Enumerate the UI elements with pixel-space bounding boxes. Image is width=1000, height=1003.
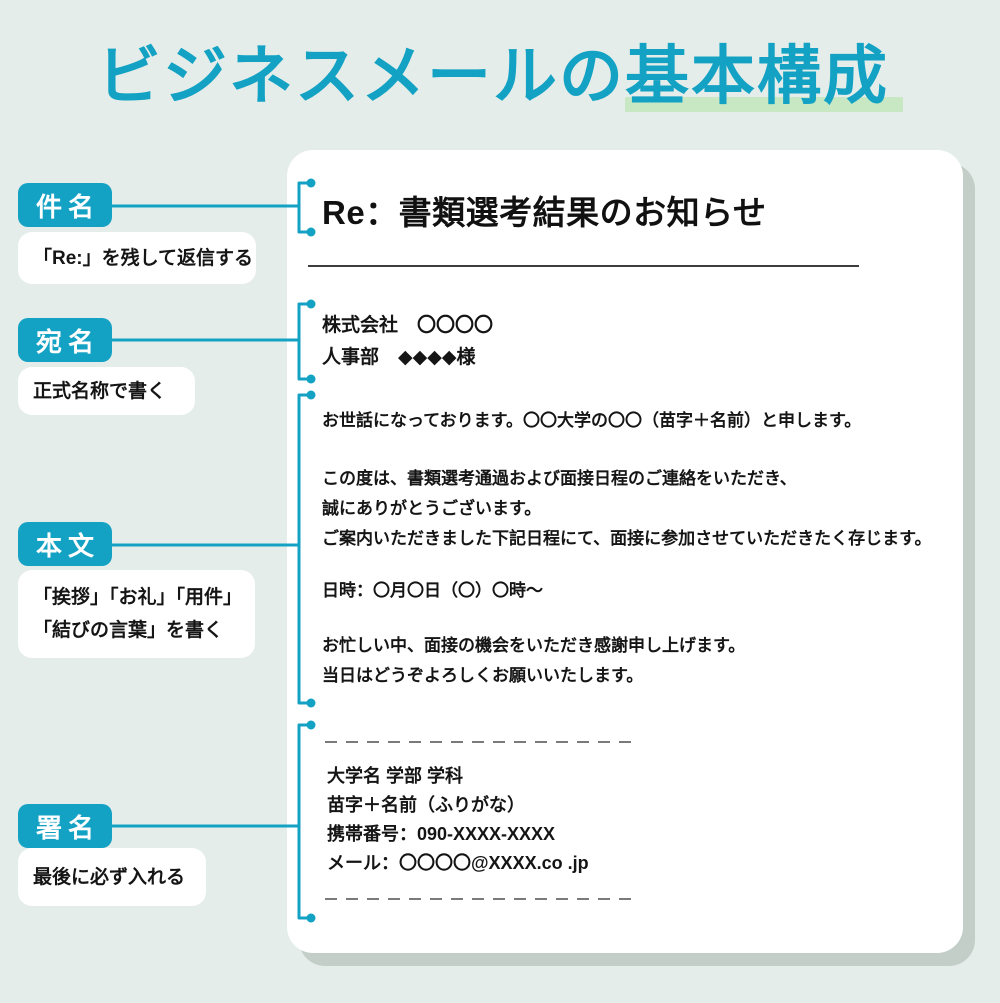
label-note-recipient: 正式名称で書く xyxy=(18,367,195,415)
body-paragraph-datetime: 日時：〇月〇日（〇）〇時〜 xyxy=(322,581,543,600)
label-tag-signature: 署名 xyxy=(18,804,112,848)
email-recipient-block: 株式会社 〇〇〇〇 人事部 ◆◆◆◆様 xyxy=(322,310,493,374)
subject-divider-line xyxy=(308,265,859,267)
email-card: Re：書類選考結果のお知らせ 株式会社 〇〇〇〇 人事部 ◆◆◆◆様 お世話にな… xyxy=(287,150,963,953)
body-paragraph-greeting: お世話になっております。〇〇大学の〇〇（苗字＋名前）と申します。 xyxy=(322,411,862,430)
label-tag-recipient: 宛名 xyxy=(18,318,112,362)
recipient-company-line: 株式会社 〇〇〇〇 xyxy=(322,315,494,336)
signature-university-line: 大学名 学部 学科 xyxy=(327,766,464,786)
bracket-subject xyxy=(110,181,312,234)
signature-name-line: 苗字＋名前（ふりがな） xyxy=(327,795,525,815)
body-paragraph-closing: お忙しい中、面接の機会をいただき感謝申し上げます。 当日はどうぞよろしくお願いい… xyxy=(322,636,746,685)
signature-dashed-line-bottom xyxy=(325,898,638,900)
email-signature-block: 大学名 学部 学科 苗字＋名前（ふりがな） 携帯番号：090-XXXX-XXXX… xyxy=(327,762,589,878)
email-subject-line: Re：書類選考結果のお知らせ xyxy=(322,194,767,231)
email-body-block: お世話になっております。〇〇大学の〇〇（苗字＋名前）と申します。 この度は、書類… xyxy=(322,406,931,691)
label-note-signature: 最後に必ず入れる xyxy=(18,848,206,906)
recipient-person-line: 人事部 ◆◆◆◆様 xyxy=(322,347,476,368)
signature-dashed-line-top xyxy=(325,741,638,743)
label-tag-subject: 件名 xyxy=(18,183,112,227)
label-note-subject: 「Re:」を残して返信する xyxy=(18,232,256,284)
signature-mail-line: メール：〇〇〇〇@XXXX.co .jp xyxy=(327,853,589,873)
page-title: ビジネスメールの基本構成 xyxy=(0,28,1000,124)
signature-phone-line: 携帯番号：090-XXXX-XXXX xyxy=(327,824,556,844)
label-note-body: 「挨拶」「お礼」「用件」 「結びの言葉」を書く xyxy=(18,570,255,658)
page-title-plain: ビジネスメールの xyxy=(97,40,625,112)
page-title-highlighted: 基本構成 xyxy=(625,40,903,112)
label-tag-body: 本文 xyxy=(18,522,112,566)
body-paragraph-thanks: この度は、書類選考通過および面接日程のご連絡をいただき、 誠にありがとうございま… xyxy=(322,469,932,548)
